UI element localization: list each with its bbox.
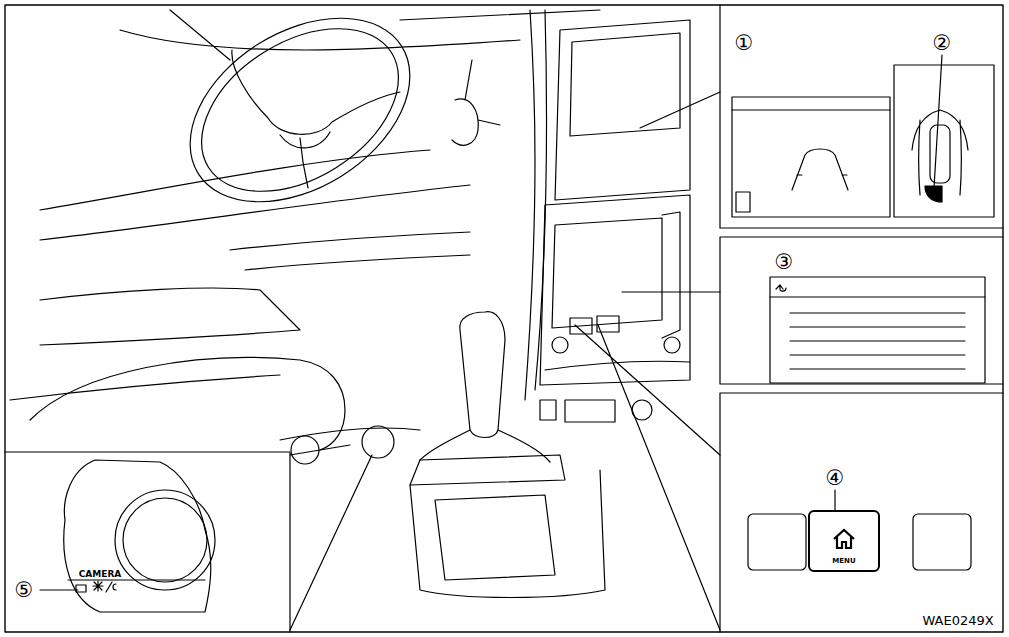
menu-button: MENU: [808, 510, 880, 572]
callout-number: ④: [826, 468, 845, 489]
home-icon: [832, 528, 856, 550]
callout-number: ③: [775, 252, 794, 273]
callout-number: ⑤: [15, 580, 34, 601]
button-label: MENU: [810, 558, 878, 565]
callout-number: ②: [933, 33, 952, 54]
callout-number: ①: [735, 33, 754, 54]
switch-label: CAMERA: [79, 570, 122, 579]
figure-code: WAE0249X: [922, 614, 993, 627]
